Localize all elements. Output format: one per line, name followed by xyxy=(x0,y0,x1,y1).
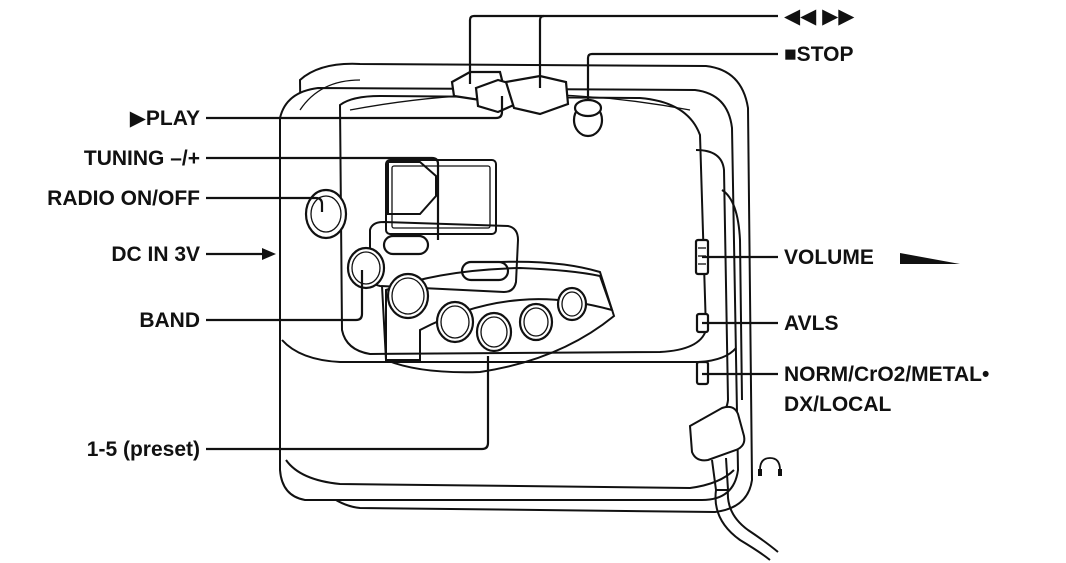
label-dc-in: DC IN 3V xyxy=(111,243,200,266)
callout-labels: ◀◀ ▶▶ ■STOP ▶PLAY TUNING –/+ RADIO ON/OF… xyxy=(47,5,989,476)
label-dx-local: DX/LOCAL xyxy=(784,393,892,416)
volume-wedge-icon xyxy=(900,253,960,264)
label-ff-rew: ◀◀ ▶▶ xyxy=(784,5,855,28)
label-norm-cro2-metal: NORM/CrO2/METAL• xyxy=(784,363,989,386)
label-stop: ■STOP xyxy=(784,43,853,66)
label-avls: AVLS xyxy=(784,312,838,335)
cassette-player-device xyxy=(279,62,779,561)
label-volume: VOLUME xyxy=(784,246,874,269)
headphones-icon xyxy=(758,457,782,476)
label-radio-on-off: RADIO ON/OFF xyxy=(47,187,200,210)
label-preset: 1-5 (preset) xyxy=(87,438,200,461)
label-play: ▶PLAY xyxy=(130,107,200,130)
label-band: BAND xyxy=(139,309,200,332)
leader-lines xyxy=(206,14,778,451)
label-tuning: TUNING –/+ xyxy=(84,147,200,170)
